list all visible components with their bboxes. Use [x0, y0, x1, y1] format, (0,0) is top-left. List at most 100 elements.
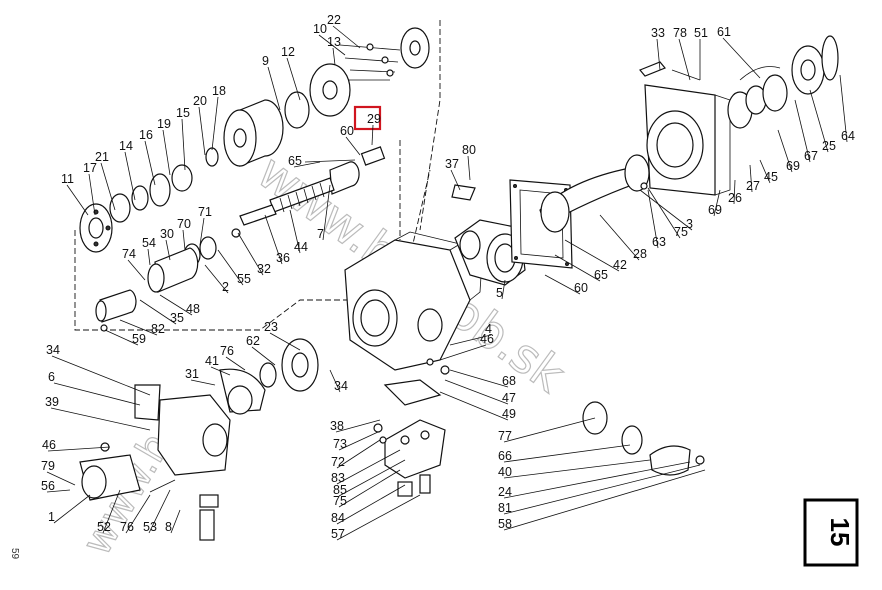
- part-number-label: 69: [786, 159, 800, 173]
- leader-line: [678, 38, 691, 81]
- leader-line: [318, 34, 346, 56]
- part-number-label: 52: [97, 520, 111, 534]
- leader-line: [100, 162, 116, 211]
- leader-line: [127, 259, 146, 281]
- leader-line: [338, 431, 379, 451]
- part-number-label: 40: [498, 465, 512, 479]
- part-number-label: 34: [46, 343, 60, 357]
- leader-line: [251, 346, 276, 366]
- part-number-label: 67: [804, 149, 818, 163]
- part-number-label: 13: [327, 35, 341, 49]
- auxiliary-pump: [79, 338, 319, 541]
- leader-line: [564, 239, 620, 272]
- part-number-label: 11: [61, 172, 74, 186]
- part-number-label: 34: [334, 379, 348, 393]
- leader-line: [159, 294, 193, 316]
- part-number-label: 81: [498, 501, 512, 515]
- leader-line: [125, 494, 151, 534]
- leader-line: [777, 129, 793, 173]
- leader-line: [124, 151, 136, 201]
- leader-line: [286, 57, 301, 101]
- part-number-label: 27: [746, 179, 760, 193]
- leader-line: [503, 459, 651, 479]
- leader-line: [336, 449, 401, 485]
- part-number-label: 84: [331, 511, 345, 525]
- leader-line: [371, 124, 374, 146]
- part-number-label: 7: [317, 227, 324, 241]
- leader-line: [165, 239, 171, 261]
- leader-line: [444, 379, 509, 405]
- part-number-label: 73: [333, 437, 347, 451]
- leader-line: [336, 494, 421, 541]
- front-shaft-parts: [582, 401, 705, 476]
- leader-line: [656, 38, 661, 71]
- leader-line: [225, 356, 246, 371]
- assembly-outlines: [74, 20, 441, 331]
- page-number-box: 15: [803, 498, 859, 567]
- part-number-label: 5: [496, 286, 503, 300]
- part-number-label: 79: [41, 459, 55, 473]
- part-number-label: 60: [340, 124, 354, 138]
- part-number-label: 66: [498, 449, 512, 463]
- leader-line: [722, 37, 761, 79]
- part-number-label: 41: [205, 354, 219, 368]
- leader-line: [46, 471, 76, 486]
- part-number-label: 65: [594, 268, 608, 282]
- leader-line: [809, 89, 829, 153]
- part-number-label: 68: [502, 374, 516, 388]
- part-number-label: 15: [176, 106, 190, 120]
- part-number-label: 77: [498, 429, 512, 443]
- leader-line: [639, 189, 693, 231]
- leader-line: [211, 96, 219, 151]
- leader-line: [190, 379, 216, 386]
- part-number-label: 71: [198, 205, 212, 219]
- leader-line: [46, 489, 71, 493]
- leader-line: [839, 74, 848, 143]
- part-number-label: 78: [673, 26, 687, 40]
- main-housing: [344, 231, 483, 371]
- leader-line: [338, 459, 406, 497]
- part-number-label: 6: [48, 370, 55, 384]
- leader-line: [439, 391, 509, 421]
- part-number-label: 26: [728, 191, 742, 205]
- highlighted-part-label: 29: [367, 112, 381, 126]
- leader-line: [713, 189, 721, 217]
- part-number-label: 14: [119, 139, 133, 153]
- margin-number: 59: [9, 548, 20, 560]
- leader-line: [53, 382, 141, 406]
- part-number-label: 10: [313, 22, 327, 36]
- part-number-label: 9: [262, 54, 269, 68]
- part-number-label: 74: [122, 247, 136, 261]
- leader-line: [162, 129, 171, 176]
- part-number-label: 17: [83, 161, 97, 175]
- part-number-label: 51: [694, 26, 708, 40]
- leader-line: [335, 419, 381, 433]
- leader-line: [210, 366, 231, 376]
- leader-line: [503, 469, 706, 531]
- control-piston-group: [95, 146, 386, 332]
- leader-line: [51, 355, 151, 396]
- leader-line: [199, 217, 205, 246]
- part-number-label: 31: [185, 367, 199, 381]
- leader-line: [170, 509, 181, 534]
- part-number-label: 82: [151, 322, 165, 336]
- leader-line: [554, 254, 601, 282]
- leader-line: [449, 369, 509, 388]
- leader-line: [50, 407, 151, 431]
- leader-line: [503, 464, 701, 515]
- part-number-label: 22: [327, 13, 341, 27]
- leader-line: [102, 489, 121, 534]
- part-number-label: 62: [246, 334, 260, 348]
- part-number-label: 48: [186, 302, 200, 316]
- leader-line: [332, 47, 336, 66]
- part-number-label: 36: [276, 251, 290, 265]
- part-number-label: 19: [157, 117, 171, 131]
- leader-line: [204, 264, 229, 294]
- part-number-label: 44: [294, 240, 308, 254]
- part-number-label: 20: [193, 94, 207, 108]
- leader-line: [439, 344, 487, 361]
- part-number-label: 1: [48, 510, 55, 524]
- part-number-label: 23: [264, 320, 278, 334]
